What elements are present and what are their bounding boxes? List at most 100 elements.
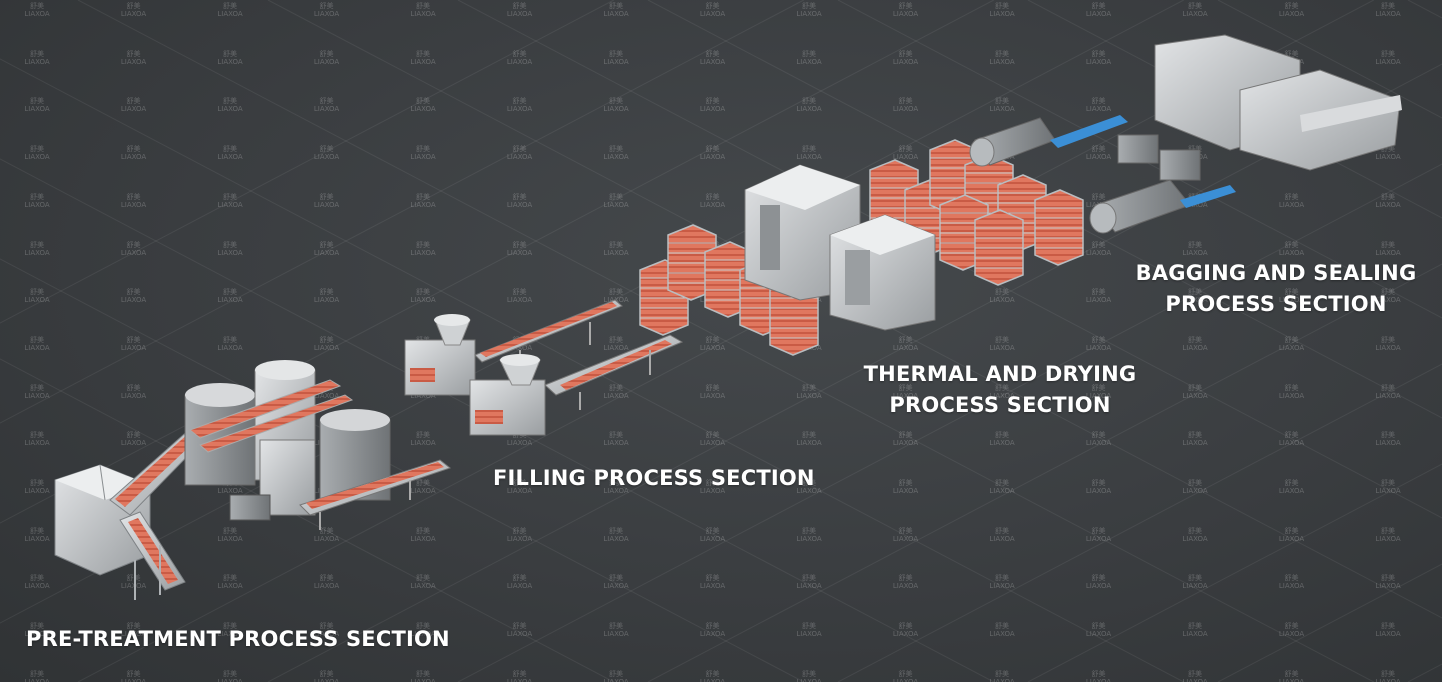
watermark-line-1: 舒美 xyxy=(30,431,44,440)
watermark-line-2: LIAXOA xyxy=(892,105,919,114)
watermark-line-2: LIAXOA xyxy=(217,248,243,257)
watermark-line-2: LIAXOA xyxy=(1278,582,1305,591)
watermark-line-1: 舒美 xyxy=(609,97,623,106)
watermark-line-1: 舒美 xyxy=(1284,669,1299,678)
watermark-line-2: LIAXOA xyxy=(603,439,629,448)
watermark-line-2: LIAXOA xyxy=(410,677,436,682)
watermark-line-1: 舒美 xyxy=(802,574,816,583)
watermark-line-1: 舒美 xyxy=(1381,431,1395,440)
watermark-line-2: LIAXOA xyxy=(24,248,50,257)
watermark-line-2: LIAXOA xyxy=(699,105,726,114)
watermark-line-1: 舒美 xyxy=(1091,669,1106,678)
watermark-line-1: 舒美 xyxy=(1381,288,1395,297)
watermark-line-1: 舒美 xyxy=(30,669,44,678)
watermark-line-2: LIAXOA xyxy=(506,296,533,305)
watermark-line-1: 舒美 xyxy=(995,335,1009,344)
watermark-line-1: 舒美 xyxy=(609,192,623,201)
cooling-drum-2 xyxy=(1089,179,1236,234)
watermark-line-1: 舒美 xyxy=(1091,526,1106,535)
watermark-line-2: LIAXOA xyxy=(1182,534,1208,543)
watermark-line-1: 舒美 xyxy=(995,622,1009,631)
watermark-line-2: LIAXOA xyxy=(1375,487,1401,495)
watermark-line-2: LIAXOA xyxy=(217,534,243,543)
watermark-line-2: LIAXOA xyxy=(313,534,340,543)
watermark-line-2: LIAXOA xyxy=(1278,200,1305,209)
watermark-line-2: LIAXOA xyxy=(1085,582,1112,591)
watermark-line-2: LIAXOA xyxy=(24,582,50,591)
watermark-line-2: LIAXOA xyxy=(1085,57,1112,66)
watermark-line-1: 舒美 xyxy=(319,622,334,631)
watermark-line-1: 舒美 xyxy=(223,97,237,106)
watermark-line-1: 舒美 xyxy=(416,97,430,106)
watermark-line-2: LIAXOA xyxy=(313,677,340,682)
watermark-line-1: 舒美 xyxy=(223,622,237,631)
watermark-line-1: 舒美 xyxy=(512,49,527,58)
watermark-line-2: LIAXOA xyxy=(1085,677,1112,682)
watermark-line-1: 舒美 xyxy=(705,622,720,631)
watermark-line-1: 舒美 xyxy=(802,145,816,154)
watermark-line-1: 舒美 xyxy=(512,97,527,106)
watermark-line-2: LIAXOA xyxy=(603,534,629,543)
watermark-line-1: 舒美 xyxy=(898,145,913,154)
watermark-line-2: LIAXOA xyxy=(796,153,822,162)
watermark-line-1: 舒美 xyxy=(126,335,141,344)
watermark-line-1: 舒美 xyxy=(319,335,334,344)
watermark-line-1: 舒美 xyxy=(223,669,237,678)
watermark-line-2: LIAXOA xyxy=(796,677,822,682)
watermark-line-2: LIAXOA xyxy=(410,10,436,18)
watermark-line-2: LIAXOA xyxy=(1375,153,1401,162)
watermark-line-1: 舒美 xyxy=(898,335,913,344)
filling-equipment xyxy=(404,299,684,436)
watermark-line-2: LIAXOA xyxy=(796,487,822,495)
grid-line xyxy=(77,0,1375,682)
watermark-line-2: LIAXOA xyxy=(410,248,436,257)
watermark-line-2: LIAXOA xyxy=(699,57,726,66)
watermark-line-1: 舒美 xyxy=(512,2,527,10)
grid-line xyxy=(0,0,805,424)
watermark-line-1: 舒美 xyxy=(1091,383,1106,392)
watermark-line-1: 舒美 xyxy=(995,431,1009,440)
watermark-line-1: 舒美 xyxy=(223,526,237,535)
watermark-line-2: LIAXOA xyxy=(796,630,822,639)
